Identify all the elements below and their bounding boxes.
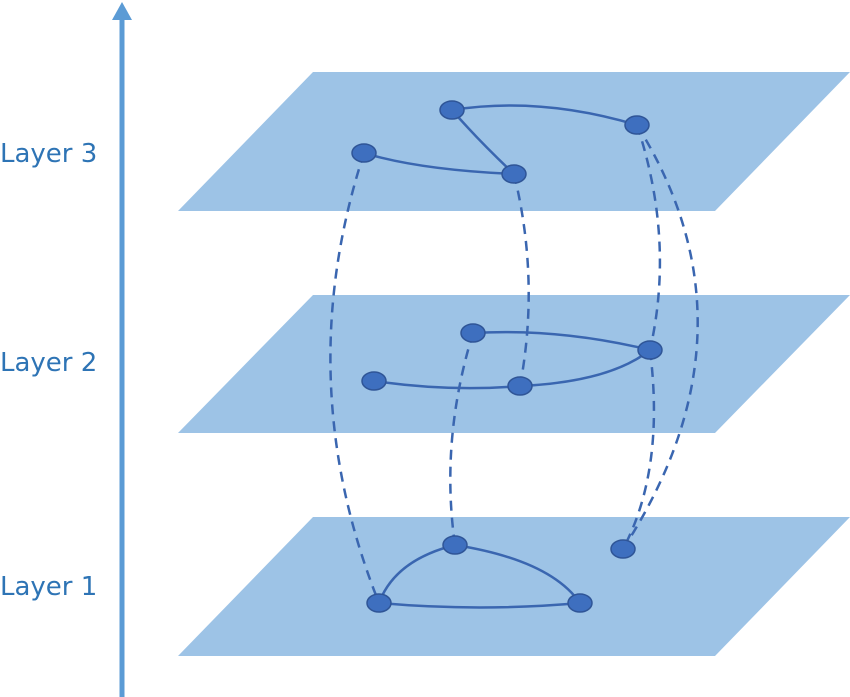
intra-layer-edges [363,104,651,609]
layer-3-label: Layer 3 [0,139,98,169]
node-L2d [361,371,387,391]
node-L1a [442,535,468,555]
inter-edge-L2b-L1d [621,349,656,550]
node-L1c [567,593,593,613]
vertical-axis-arrow [112,2,132,697]
node-L3a [439,100,465,120]
intra-edge-L3a-L3c [451,104,638,127]
node-L2c [637,340,663,360]
intra-edge-L2d-L2c [519,349,651,388]
node-L1d [610,539,636,559]
intra-edge-L1b-L1c [378,601,581,609]
inter-edge-L2a-L1a [449,332,475,546]
node-L2a [460,323,486,343]
intra-edge-L2a-L2b [472,330,651,352]
node-L3d [351,143,377,163]
layer-planes [178,72,850,656]
intra-edge-L2a-L2c [373,379,521,390]
node-L1b [366,593,392,613]
intra-edge-L3d-L3c [363,151,515,176]
node-L2b [507,376,533,396]
layer-2-plane [178,295,850,433]
intra-edge-L1a-L1c [454,543,582,604]
layer-3-plane [178,72,850,211]
axis-arrowhead [112,2,132,20]
network-nodes [351,100,663,613]
inter-edge-L3c-L2c [512,173,530,387]
node-L3c [624,115,650,135]
inter-edge-L3b-L1d [621,124,699,550]
layer-2-label: Layer 2 [0,348,98,378]
layer-1-label: Layer 1 [0,572,98,602]
layer-1-plane [178,517,850,656]
inter-layer-edges [329,124,699,604]
inter-edge-L3d-L1c [329,152,381,604]
node-L3b [501,164,527,184]
